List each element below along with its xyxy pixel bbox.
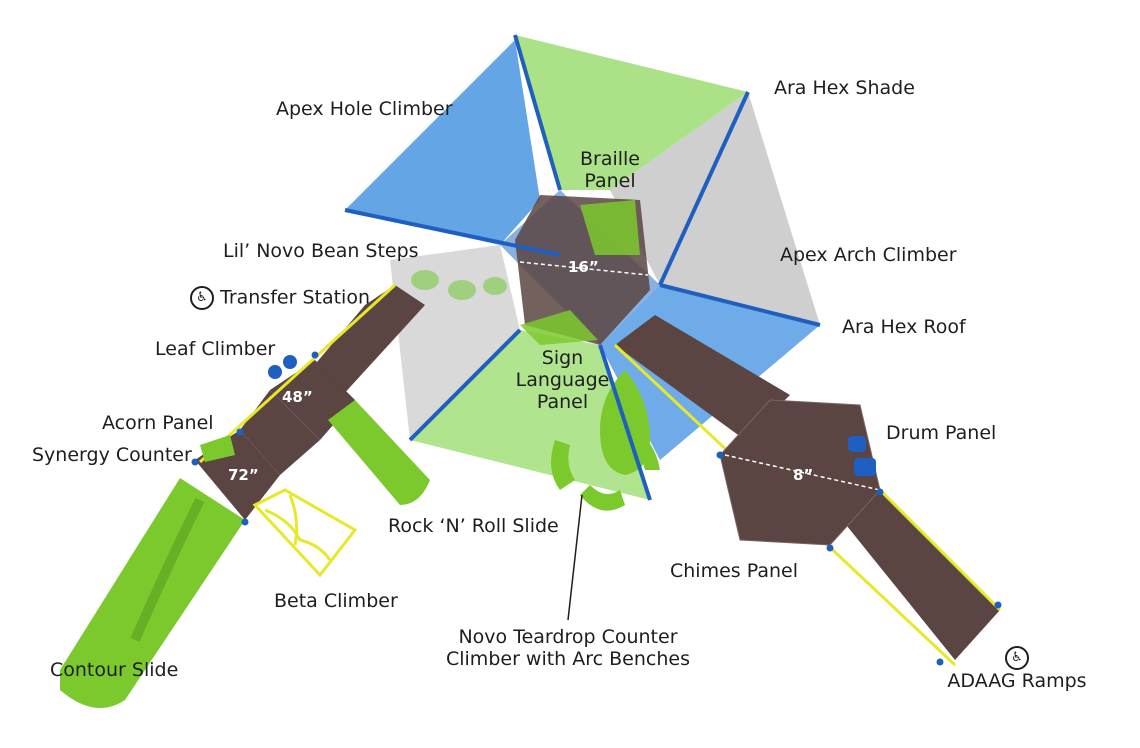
wheelchair-icon: ♿ (1005, 646, 1029, 670)
post-cap (994, 601, 1002, 609)
ramp-lower (830, 480, 1000, 660)
wheelchair-icon: ♿ (190, 286, 214, 310)
label-ara-hex-shade: Ara Hex Shade (774, 77, 915, 99)
adaag-ramps-text: ADAAG Ramps (947, 670, 1087, 692)
novo-teardrop-line2: Climber with Arc Benches (445, 648, 690, 670)
beta-climber-frame (252, 488, 358, 578)
post-cap (311, 351, 319, 359)
label-leaf-climber: Leaf Climber (155, 338, 276, 360)
post-cap (236, 428, 244, 436)
deck-8-dimension: 8” (793, 466, 813, 484)
bean-step-1 (411, 270, 439, 290)
post-1 (513, 34, 562, 191)
post-cap (826, 544, 834, 552)
slides (60, 400, 430, 708)
transfer-station-text: Transfer Station (220, 286, 370, 309)
post-cap (191, 458, 199, 466)
post-caps (191, 351, 1002, 666)
beta-climber (252, 488, 358, 578)
teardrop-leader-line (567, 494, 583, 621)
label-contour-slide: Contour Slide (50, 659, 179, 681)
post-2 (658, 91, 750, 286)
shade-green-top (515, 35, 748, 190)
deck-16-dimension: 16” (568, 258, 599, 276)
braille-panel-line1: Braille (579, 148, 640, 170)
arc-bench-left (551, 440, 575, 490)
label-chimes-panel: Chimes Panel (670, 560, 798, 582)
label-ara-hex-roof: Ara Hex Roof (842, 316, 966, 338)
ramp-upper (615, 315, 790, 440)
leaf-climber (268, 355, 297, 379)
post-cap (936, 658, 944, 666)
sign-language-line1: Sign (541, 347, 584, 369)
left-rail (198, 283, 397, 464)
label-sign-language-panel: Sign Language Panel (515, 347, 610, 413)
bean-step-3 (483, 277, 507, 295)
shade-gray-right (610, 92, 820, 325)
deck-48-dimension: 48” (282, 388, 313, 406)
lil-novo-bean-steps (411, 270, 507, 300)
label-novo-teardrop: Novo Teardrop Counter Climber with Arc B… (438, 626, 698, 670)
shade-green-bottom (410, 330, 650, 500)
label-lil-novo-bean-steps: Lil’ Novo Bean Steps (223, 240, 419, 262)
post-3 (344, 208, 561, 257)
shade-blue-left (345, 40, 540, 245)
hex-deck-dim-line (724, 454, 881, 491)
arc-bench-bottom (580, 485, 625, 511)
central-deck: 16” (515, 195, 650, 345)
left-wing: 48” 72” (195, 283, 425, 520)
braille-panel (580, 200, 640, 255)
post-6 (659, 283, 821, 327)
label-synergy-counter: Synergy Counter (32, 444, 192, 466)
deck-connector (240, 390, 320, 475)
sign-language-line2: Language (515, 369, 610, 391)
sign-language-line3: Panel (536, 391, 589, 413)
arc-bench-right (625, 425, 660, 470)
drum-panel (848, 436, 866, 452)
contour-slide-detail (130, 497, 205, 643)
label-braille-panel: Braille Panel (578, 148, 642, 192)
novo-teardrop-line1: Novo Teardrop Counter (458, 626, 678, 648)
post-5 (598, 344, 652, 501)
rock-n-roll-slide (328, 400, 430, 505)
label-rock-n-roll-slide: Rock ‘N’ Roll Slide (388, 515, 559, 537)
label-apex-arch-climber: Apex Arch Climber (780, 244, 957, 266)
leaf-climber-1 (268, 365, 282, 379)
shade-gray-left (390, 245, 520, 440)
label-apex-hole-climber: Apex Hole Climber (276, 98, 453, 120)
ramp-rail-2 (868, 478, 1002, 612)
post-cap (241, 518, 249, 526)
label-adaag-ramps: ♿ ADAAG Ramps (942, 646, 1092, 692)
posts (344, 34, 821, 501)
sign-language-panel (520, 310, 598, 345)
leaf-climber-2 (283, 355, 297, 369)
adaag-ramp: 8” (613, 315, 1002, 667)
braille-panel-line2: Panel (584, 170, 636, 192)
label-transfer-station: ♿ Transfer Station (190, 286, 370, 310)
post-cap (876, 488, 884, 496)
label-beta-climber: Beta Climber (274, 590, 398, 612)
deck-16-dim-line (519, 261, 649, 276)
acorn-panel (200, 435, 235, 462)
label-acorn-panel: Acorn Panel (102, 412, 214, 434)
bean-step-2 (448, 280, 476, 300)
deck-72-dimension: 72” (228, 466, 259, 484)
label-drum-panel: Drum Panel (886, 422, 997, 444)
post-4 (408, 328, 522, 442)
post-cap (716, 451, 724, 459)
beta-climber-web (264, 494, 332, 561)
drum-panel-2 (854, 458, 876, 476)
